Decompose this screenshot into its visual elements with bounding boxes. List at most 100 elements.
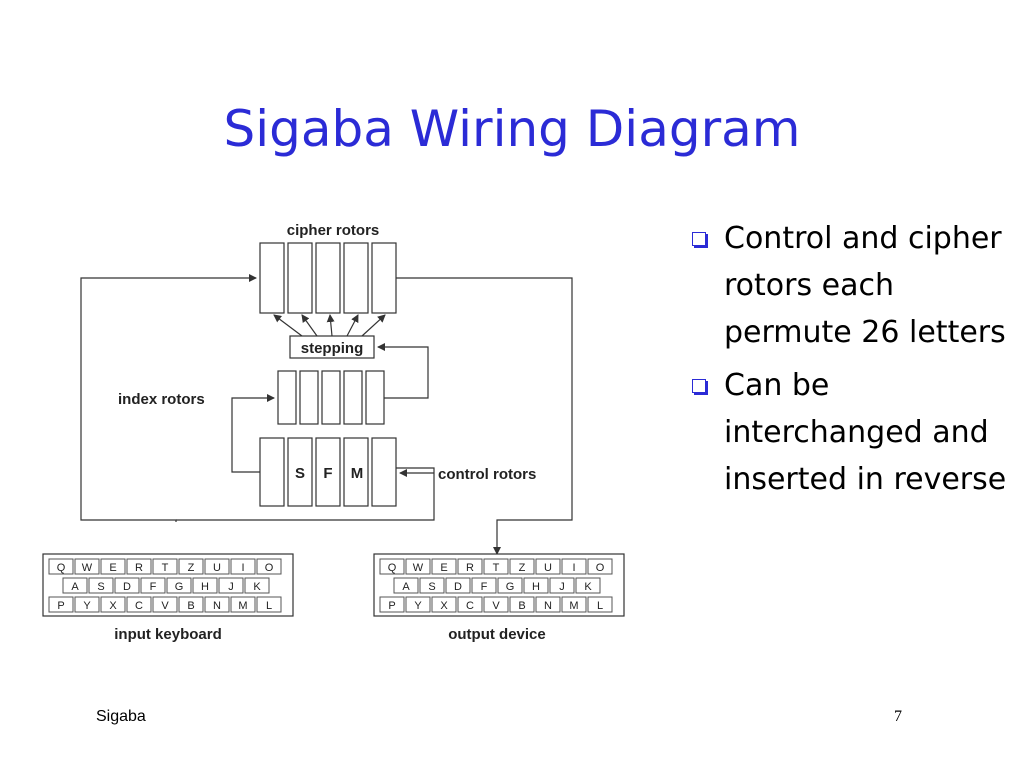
- keyboard-key-label: N: [544, 600, 552, 612]
- keyboard-key-label: D: [123, 581, 131, 593]
- keyboard-key: [230, 558, 256, 575]
- keyboard-key-label: O: [265, 562, 274, 574]
- input-to-cipher-wire: [80, 274, 257, 522]
- keyboard-key: [126, 596, 152, 613]
- index-rotor: [277, 370, 297, 425]
- keyboard-key-label: Y: [83, 600, 91, 612]
- input-keyboard-label: input keyboard: [114, 626, 222, 643]
- keyboard-key: [88, 577, 114, 594]
- control-rotor: [343, 437, 369, 507]
- keyboard-key: [457, 596, 483, 613]
- keyboard-key: [100, 596, 126, 613]
- index-rotor: [299, 370, 319, 425]
- keyboard-key-label: Q: [388, 562, 397, 574]
- keyboard-key: [74, 596, 100, 613]
- keyboard-key-label: F: [481, 581, 488, 593]
- index-to-stepping-wire: [377, 343, 429, 399]
- keyboard-key-label: Z: [519, 562, 526, 574]
- keyboard-key-label: T: [493, 562, 500, 574]
- keyboard-key-label: H: [201, 581, 209, 593]
- keyboard-key: [204, 558, 230, 575]
- bullet-item: Control and cipher rotors each permute 2…: [688, 215, 1018, 356]
- keyboard-key-label: L: [266, 600, 272, 612]
- keyboard-key: [431, 558, 457, 575]
- bullet-text: Can be interchanged and inserted in reve…: [724, 368, 1007, 497]
- keyboard-key: [509, 596, 535, 613]
- control-rotor-letter: F: [323, 465, 332, 482]
- keyboard-key: [535, 596, 561, 613]
- keyboard-key: [126, 558, 152, 575]
- keyboard-key: [379, 596, 405, 613]
- keyboard-key: [178, 558, 204, 575]
- keyboard-key: [114, 577, 140, 594]
- keyboard-key: [509, 558, 535, 575]
- keyboard-key: [523, 577, 549, 594]
- keyboard-key: [192, 577, 218, 594]
- keyboard-key-label: P: [388, 600, 395, 612]
- keyboard-key-label: U: [544, 562, 552, 574]
- keyboard-key-label: V: [492, 600, 500, 612]
- keyboard-key-label: M: [238, 600, 247, 612]
- keyboard-key: [178, 596, 204, 613]
- keyboard-key-label: Y: [414, 600, 422, 612]
- index-rotors: [277, 370, 385, 425]
- keyboard-key: [230, 596, 256, 613]
- cipher-rotor: [371, 242, 397, 314]
- keyboard-key-label: O: [596, 562, 605, 574]
- control-rotor: [287, 437, 313, 507]
- keyboard-key: [497, 577, 523, 594]
- keyboard-key-label: I: [241, 562, 244, 574]
- cipher-rotors-label: cipher rotors: [287, 222, 380, 239]
- keyboard-key: [561, 558, 587, 575]
- keyboard-key-label: G: [506, 581, 515, 593]
- keyboard-key-label: P: [57, 600, 64, 612]
- keyboard-key: [561, 596, 587, 613]
- keyboard-key: [152, 596, 178, 613]
- keyboard-key-label: G: [175, 581, 184, 593]
- keyboard-key-label: X: [109, 600, 117, 612]
- keyboard-key-label: F: [150, 581, 157, 593]
- keyboard-key: [152, 558, 178, 575]
- control-rotor-letter: S: [295, 465, 305, 482]
- control-rotors-label: control rotors: [438, 466, 536, 483]
- keyboard-key-label: A: [71, 581, 79, 593]
- keyboard-key: [471, 577, 497, 594]
- cipher-rotor: [259, 242, 285, 314]
- keyboard-key: [256, 558, 282, 575]
- keyboard-key-label: E: [440, 562, 447, 574]
- keyboard-key-label: V: [161, 600, 169, 612]
- keyboard-key: [100, 558, 126, 575]
- keyboard-key-label: K: [253, 581, 261, 593]
- cipher-rotor: [343, 242, 369, 314]
- keyboard-key-label: N: [213, 600, 221, 612]
- hollow-square-bullet-icon: [692, 379, 706, 393]
- keyboard-key: [218, 577, 244, 594]
- keyboard-key: [575, 577, 601, 594]
- keyboard-key-label: X: [440, 600, 448, 612]
- keyboard-key-label: W: [82, 562, 93, 574]
- keyboard-key: [48, 558, 74, 575]
- keyboard-key-label: L: [597, 600, 603, 612]
- index-rotors-label: index rotors: [118, 391, 205, 408]
- output-device-label: output device: [448, 626, 546, 643]
- keyboard-key-label: R: [135, 562, 143, 574]
- keyboard-key: [244, 577, 270, 594]
- index-rotor: [343, 370, 363, 425]
- keyboard-key: [166, 577, 192, 594]
- keyboard-key-label: H: [532, 581, 540, 593]
- keyboard-key: [483, 596, 509, 613]
- control-rotor: [315, 437, 341, 507]
- keyboard-key: [535, 558, 561, 575]
- bullet-item: Can be interchanged and inserted in reve…: [688, 362, 1018, 503]
- cipher-to-output-wire: [396, 277, 573, 555]
- keyboard-key: [483, 558, 509, 575]
- control-loop-wire: [176, 467, 435, 521]
- slide-title: Sigaba Wiring Diagram: [223, 100, 801, 158]
- keyboard-key-label: E: [109, 562, 116, 574]
- index-rotor: [365, 370, 385, 425]
- footer-label: Sigaba: [96, 708, 146, 725]
- control-rotor: [371, 437, 397, 507]
- stepping-label: stepping: [301, 340, 364, 357]
